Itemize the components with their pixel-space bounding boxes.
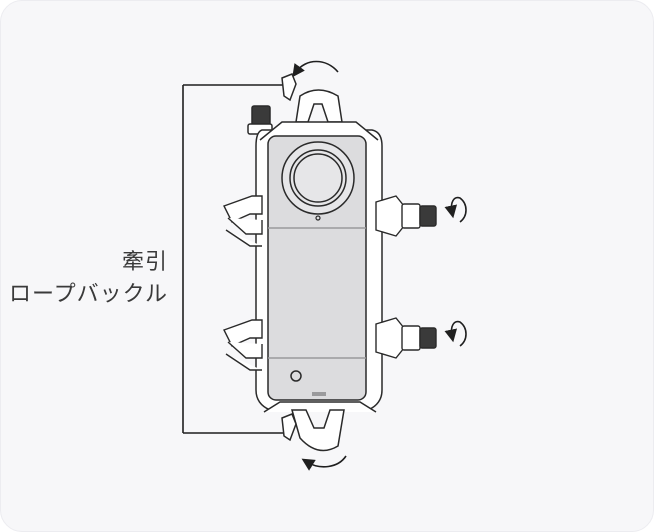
right-screw-lower bbox=[375, 317, 437, 359]
left-mount-clip-lower bbox=[223, 319, 263, 371]
callout-label-line2: ロープバックル bbox=[8, 282, 168, 307]
top-rope-buckle bbox=[281, 73, 343, 123]
camera-indicator bbox=[315, 215, 321, 221]
camera-lens bbox=[281, 141, 355, 215]
bottom-rope-buckle bbox=[281, 409, 345, 452]
rotate-ccw-small-arrow-icon bbox=[444, 196, 467, 223]
left-mount-clip-upper bbox=[223, 195, 263, 247]
callout-bracket bbox=[182, 84, 287, 434]
right-screw-upper bbox=[375, 195, 437, 237]
rotate-ccw-arrow-icon bbox=[292, 60, 339, 78]
camera-shutter-button bbox=[290, 370, 302, 382]
callout-label-line1: 牽引 bbox=[121, 250, 168, 275]
rotate-ccw-small-arrow-icon bbox=[444, 320, 467, 347]
rotate-cw-arrow-icon bbox=[301, 455, 347, 471]
